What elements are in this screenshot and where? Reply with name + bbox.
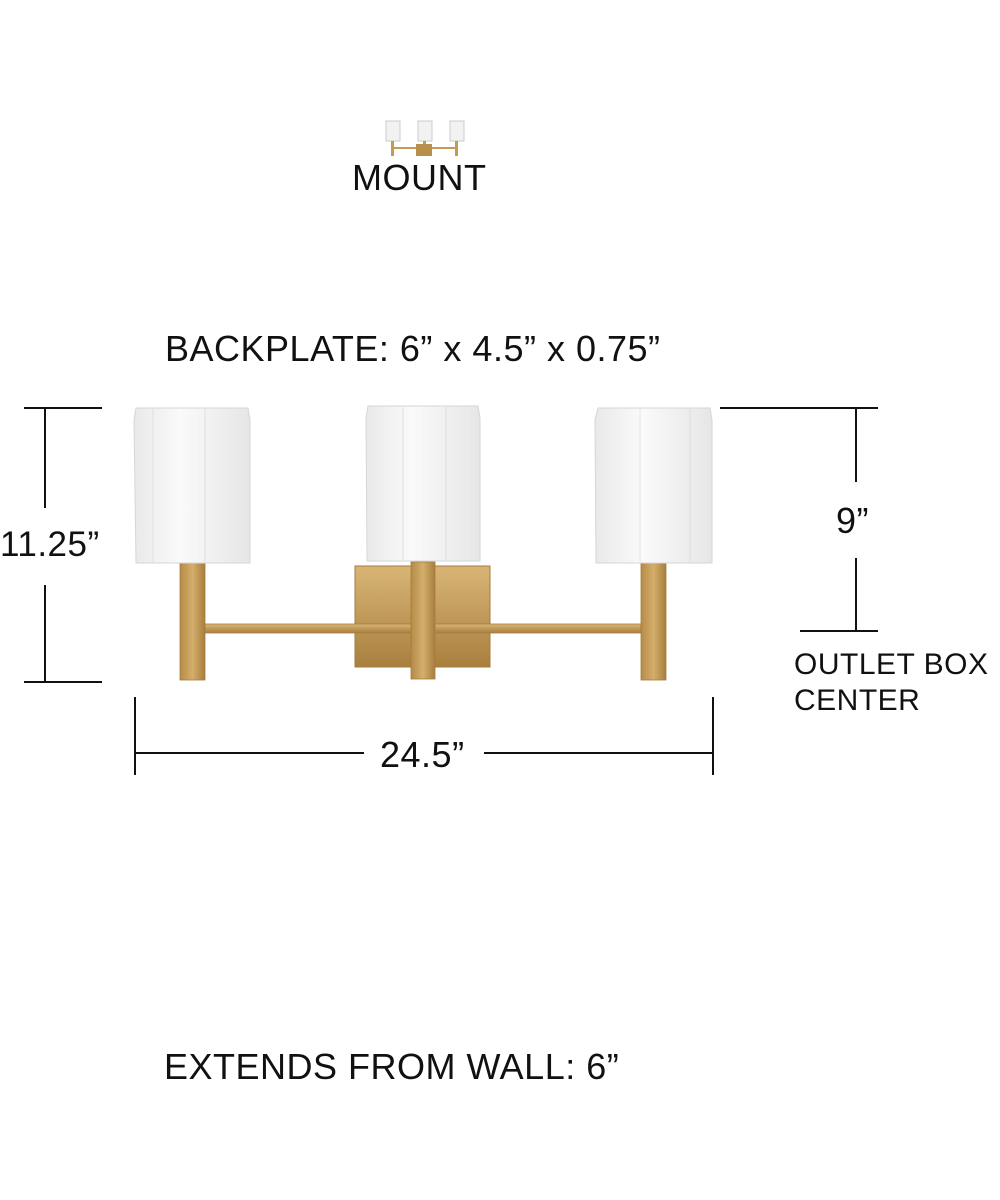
- overall-width-label: 24.5”: [380, 734, 465, 775]
- left-shade: [133, 407, 251, 564]
- height-dimension: [24, 407, 102, 683]
- right-stem: [640, 562, 667, 681]
- mount-icon: [385, 120, 465, 156]
- width-dimension: [134, 697, 714, 775]
- extension-label: EXTENDS FROM WALL: 6”: [164, 1046, 620, 1087]
- outlet-center-label: CENTER: [794, 684, 921, 717]
- backplate-label: BACKPLATE: 6” x 4.5” x 0.75”: [165, 328, 661, 369]
- mount-label: MOUNT: [352, 157, 487, 198]
- overall-height-label: 11.25”: [0, 525, 100, 564]
- outlet-box-label: OUTLET BOX: [794, 648, 989, 681]
- left-stem: [179, 562, 206, 681]
- center-shade: [365, 405, 481, 562]
- outlet-dimension: [720, 407, 878, 632]
- outlet-height-label: 9”: [836, 500, 870, 541]
- center-stem: [410, 561, 436, 680]
- right-shade: [594, 407, 713, 564]
